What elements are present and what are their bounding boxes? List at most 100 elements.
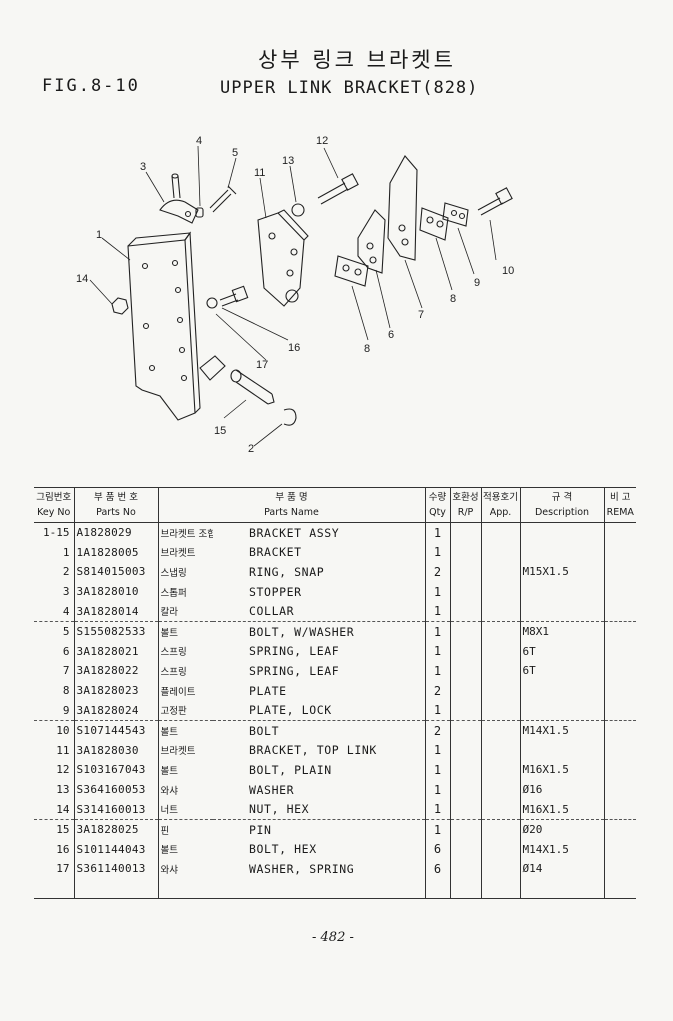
blank-cell (34, 878, 75, 900)
blank-cell (450, 878, 482, 900)
stopper-part (159, 173, 199, 224)
description-cell: M16X1.5 (520, 760, 605, 780)
name-english-cell: PLATE, LOCK (213, 700, 426, 721)
part-no-cell: 1A1828005 (74, 542, 159, 563)
pin-15-part (230, 369, 275, 405)
name-english-cell: COLLAR (213, 601, 426, 622)
name-english-cell: SPRING, LEAF (213, 641, 426, 662)
qty-cell: 1 (425, 779, 451, 800)
name-korean-cell: 볼트 (160, 627, 178, 639)
description-cell: 6T (520, 641, 605, 662)
exploded-parts-diagram: 4 5 12 3 13 11 1 14 10 9 8 7 6 8 16 17 1… (76, 135, 514, 455)
top-link-bracket-part (257, 209, 309, 307)
name-korean-cell: 볼트 (160, 845, 178, 857)
app-cell (481, 859, 521, 879)
name-english-cell: RING, SNAP (213, 562, 426, 582)
name-english-cell: STOPPER (213, 581, 426, 602)
remark-cell (604, 621, 636, 641)
qty-cell: 6 (425, 839, 451, 860)
remark-cell (604, 741, 636, 761)
qty-cell: 1 (425, 581, 451, 602)
remark-cell (604, 760, 636, 780)
leaf-spring-7-part (387, 155, 418, 261)
callout-5: 5 (232, 147, 238, 159)
rp-cell (450, 859, 482, 879)
key-no-cell: 6 (34, 641, 75, 662)
rp-cell (450, 621, 482, 642)
key-no-cell: 9 (34, 700, 75, 721)
key-no-cell: 15 (34, 819, 75, 840)
name-english-cell: WASHER (213, 779, 426, 800)
callout-8-lower: 8 (364, 343, 370, 355)
name-english-cell: BOLT, PLAIN (213, 760, 426, 780)
description-cell: M16X1.5 (520, 799, 605, 820)
callout-4: 4 (196, 135, 202, 147)
name-korean-cell: 스프링 (160, 666, 187, 678)
part-no-cell: S101144043 (74, 839, 159, 860)
callout-15: 15 (214, 425, 226, 437)
part-no-cell: S364160053 (74, 779, 159, 800)
page-number: - 482 - (312, 930, 354, 945)
key-no-cell: 1 (34, 542, 75, 563)
collar-part (195, 207, 204, 218)
part-no-cell: 3A1828030 (74, 740, 159, 761)
name-english-cell: BRACKET (213, 542, 426, 563)
qty-cell: 1 (425, 522, 451, 543)
key-no-cell: 14 (34, 799, 75, 820)
plate-8-lower-part (419, 207, 449, 241)
rp-cell (450, 542, 482, 563)
name-english-cell: BRACKET ASSY (213, 522, 426, 543)
name-korean-cell: 스냅링 (160, 567, 187, 579)
remark-cell (604, 642, 636, 662)
qty-cell: 1 (425, 819, 451, 840)
description-cell: M14X1.5 (520, 720, 605, 741)
name-korean-cell: 와샤 (160, 785, 178, 797)
title-english: UPPER LINK BRACKET(828) (220, 78, 479, 98)
blank-cell (481, 878, 521, 900)
part-no-cell: S155082533 (74, 621, 159, 642)
key-no-cell: 7 (34, 661, 75, 681)
key-no-cell: 2 (34, 562, 75, 582)
key-no-cell: 12 (34, 760, 75, 780)
name-korean-cell: 고정판 (158, 700, 213, 721)
blank-cell (213, 878, 426, 900)
app-cell (481, 740, 521, 761)
name-korean-cell: 플레이트 (160, 686, 196, 698)
name-english-cell: BRACKET, TOP LINK (213, 740, 426, 761)
remark-cell (604, 799, 637, 820)
blank-cell (604, 878, 637, 900)
name-korean-cell: 브라켓트 (160, 548, 196, 560)
description-cell (520, 601, 605, 622)
description-cell (520, 581, 605, 602)
qty-cell: 2 (425, 720, 451, 741)
app-cell (481, 562, 521, 582)
part-no-cell: 3A1828023 (74, 680, 159, 701)
description-cell: M14X1.5 (520, 839, 605, 860)
bolt-16-part (206, 285, 249, 309)
bracket-part (127, 231, 226, 421)
app-cell (481, 581, 521, 602)
app-cell (481, 680, 521, 701)
name-korean-cell: 핀 (160, 825, 170, 837)
part-no-cell: 3A1828024 (74, 700, 159, 721)
key-no-cell: 4 (34, 601, 75, 622)
remark-cell (604, 523, 636, 543)
remark-cell (604, 859, 636, 879)
description-cell (520, 740, 605, 761)
rp-cell (450, 720, 482, 741)
name-korean-cell: 너트 (158, 799, 213, 820)
name-english-cell: BOLT, HEX (213, 839, 426, 860)
callout-17: 17 (256, 359, 268, 371)
app-cell (481, 819, 521, 840)
qty-cell: 6 (425, 859, 451, 879)
